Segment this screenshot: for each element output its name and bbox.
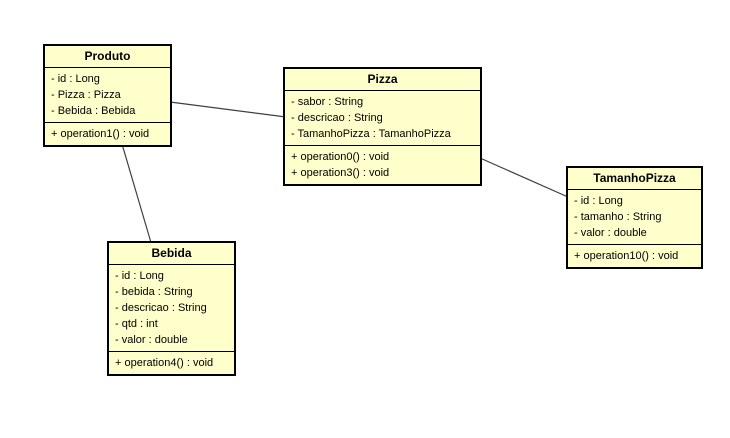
class-pizza[interactable]: Pizza - sabor : String - descricao : Stri… xyxy=(283,67,482,186)
attribute: - TamanhoPizza : TamanhoPizza xyxy=(291,128,451,140)
method: + operation10() : void xyxy=(574,250,679,262)
attribute: - id : Long xyxy=(51,73,100,85)
method: + operation1() : void xyxy=(51,128,150,140)
class-produto-title: Produto xyxy=(45,46,170,68)
class-pizza-title: Pizza xyxy=(285,69,480,91)
attribute: - descricao : String xyxy=(291,112,383,124)
class-produto-attributes: - id : Long - Pizza : Pizza - Bebida : Beb… xyxy=(45,68,170,123)
attribute: - descricao : String xyxy=(115,302,207,314)
attribute: - sabor : String xyxy=(291,96,364,108)
method: + operation3() : void xyxy=(291,167,390,179)
attribute: - id : Long xyxy=(115,270,164,282)
class-bebida-methods: + operation4() : void xyxy=(109,352,234,374)
class-pizza-methods: + operation0() : void + operation3() : vo… xyxy=(285,146,480,184)
class-produto-methods: + operation1() : void xyxy=(45,123,170,145)
method: + operation0() : void xyxy=(291,151,390,163)
attribute: - Pizza : Pizza xyxy=(51,89,121,101)
class-tamanhopizza-title: TamanhoPizza xyxy=(568,168,701,190)
attribute: - bebida : String xyxy=(115,286,193,298)
attribute: - qtd : int xyxy=(115,318,158,330)
association-produto-pizza xyxy=(169,101,287,118)
class-bebida-title: Bebida xyxy=(109,243,234,265)
class-pizza-attributes: - sabor : String - descricao : String - Ta… xyxy=(285,91,480,146)
attribute: - id : Long xyxy=(574,195,623,207)
class-produto[interactable]: Produto - id : Long - Pizza : Pizza - Bebi… xyxy=(43,44,172,147)
method: + operation4() : void xyxy=(115,357,214,369)
attribute: - valor : double xyxy=(115,334,188,346)
attribute: - valor : double xyxy=(574,227,647,239)
class-tamanhopizza-methods: + operation10() : void xyxy=(568,245,701,267)
class-bebida-attributes: - id : Long - bebida : String - descricao … xyxy=(109,265,234,352)
class-tamanhopizza-attributes: - id : Long - tamanho : String - valor : d… xyxy=(568,190,701,245)
association-produto-bebida xyxy=(121,143,153,247)
class-tamanhopizza[interactable]: TamanhoPizza - id : Long - tamanho : Stri… xyxy=(566,166,703,269)
class-bebida[interactable]: Bebida - id : Long - bebida : String - des… xyxy=(107,241,236,376)
attribute: - Bebida : Bebida xyxy=(51,105,136,117)
association-pizza-tamanhopizza xyxy=(479,157,569,198)
attribute: - tamanho : String xyxy=(574,211,662,223)
